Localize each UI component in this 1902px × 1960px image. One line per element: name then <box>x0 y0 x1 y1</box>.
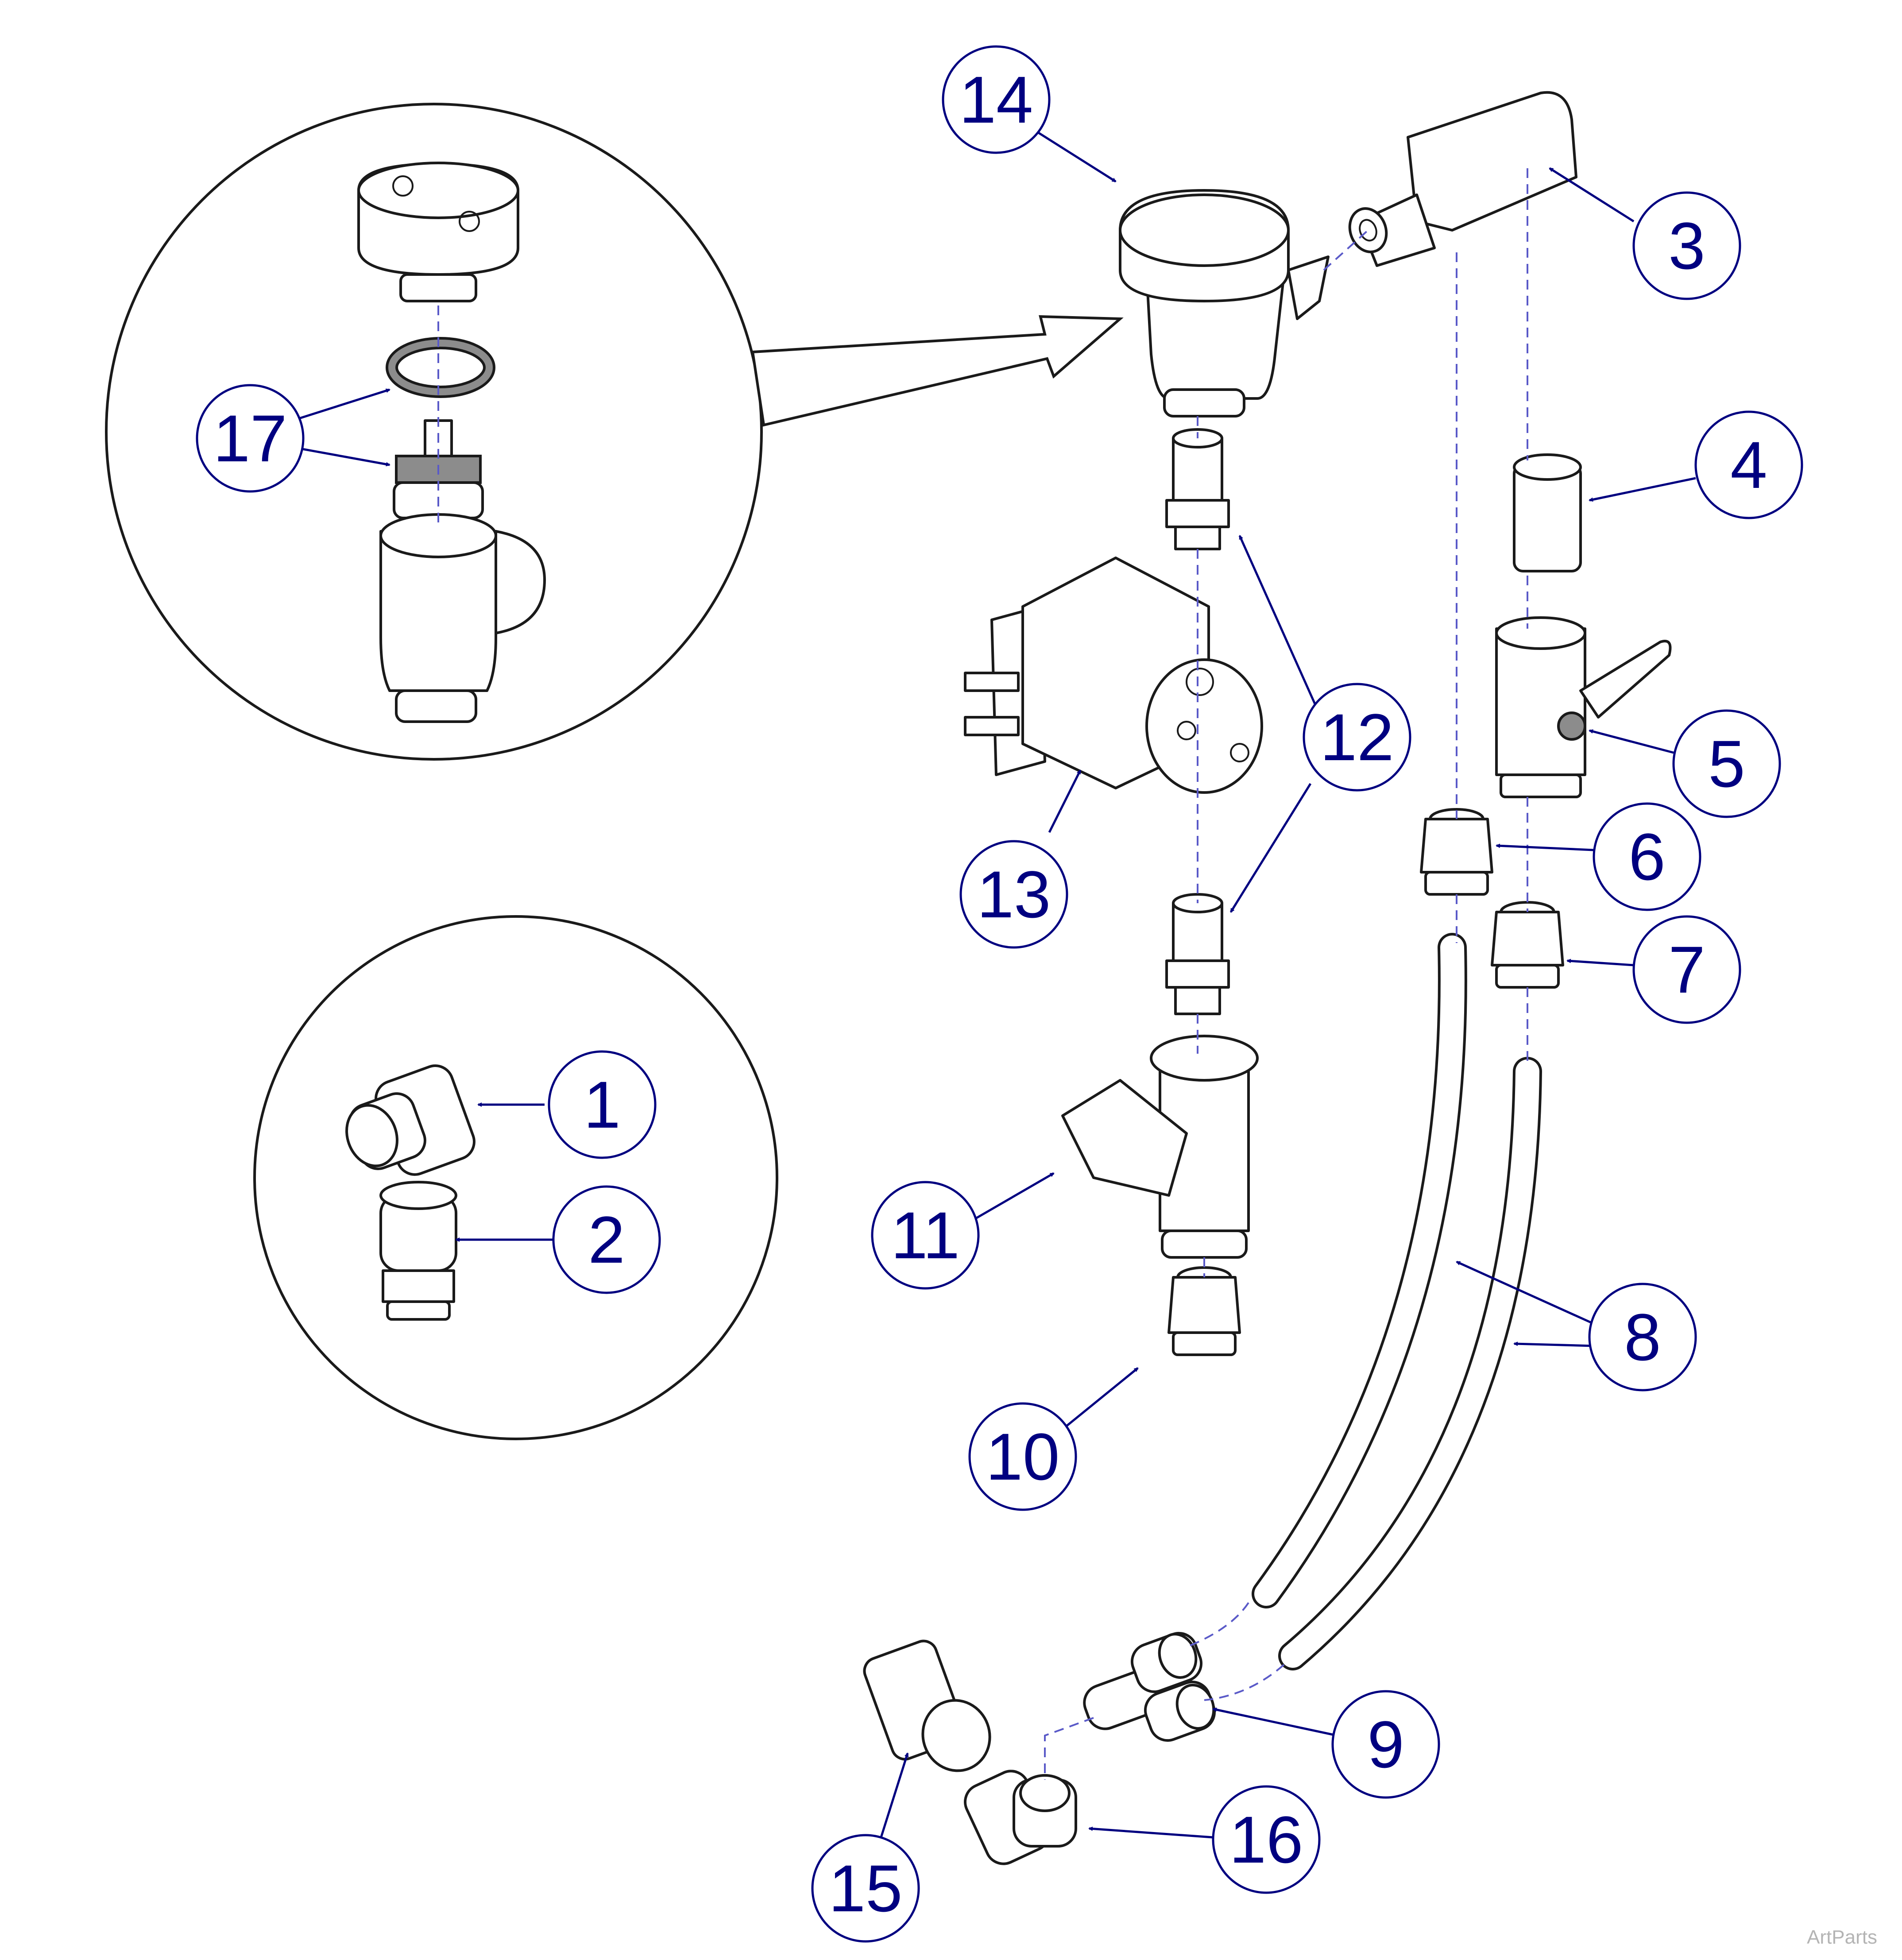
callout-label: 12 <box>1320 700 1394 774</box>
callout-7: 7 <box>1632 915 1741 1024</box>
callout-10: 10 <box>968 1402 1077 1511</box>
y-strainer-icon <box>1061 1035 1259 1259</box>
ball-valve-icon <box>1495 616 1672 798</box>
callout-12: 12 <box>1303 683 1411 792</box>
callout-17: 17 <box>196 384 305 493</box>
callout-label: 16 <box>1229 1802 1303 1877</box>
o-ring-icon <box>386 337 495 398</box>
callout-label: 3 <box>1668 209 1705 283</box>
callout-5: 5 <box>1672 709 1781 818</box>
callout-4: 4 <box>1694 410 1803 519</box>
lower-nipple-icon <box>1165 893 1230 1015</box>
callout-label: 4 <box>1730 428 1767 502</box>
valve-detail-view <box>105 103 763 761</box>
callout-label: 8 <box>1624 1300 1661 1374</box>
callout-label: 9 <box>1367 1707 1404 1782</box>
callout-2: 2 <box>552 1185 661 1294</box>
callout-11: 11 <box>871 1181 980 1290</box>
callout-1: 1 <box>548 1050 657 1159</box>
callout-label: 14 <box>959 62 1033 137</box>
callout-16: 16 <box>1212 1785 1321 1894</box>
callout-label: 7 <box>1668 932 1705 1007</box>
callout-3: 3 <box>1632 191 1741 300</box>
adapter-icon <box>863 1639 991 1772</box>
callout-13: 13 <box>959 840 1068 949</box>
watermark-text: ArtParts <box>1807 1926 1877 1948</box>
elbow-16-icon <box>964 1770 1077 1865</box>
coupling-icon <box>1513 453 1582 572</box>
valve-assembly-icon <box>1119 189 1330 418</box>
upper-nipple-icon <box>1165 428 1230 550</box>
callout-14: 14 <box>942 45 1051 154</box>
leader-lines <box>292 127 1696 1839</box>
elbow-fitting-icon <box>345 1064 476 1176</box>
callout-label: 10 <box>986 1419 1060 1494</box>
callout-8: 8 <box>1588 1283 1697 1392</box>
callout-label: 2 <box>588 1202 625 1277</box>
fitting-detail-view <box>253 915 778 1440</box>
detail-pointer-arrow <box>751 315 1124 427</box>
tubing-icon <box>1252 933 1542 1670</box>
elbow-adapter-icon <box>1348 91 1577 267</box>
straight-fitting-icon <box>379 1181 457 1321</box>
callout-label: 13 <box>977 857 1051 932</box>
fitting-6-icon <box>1420 808 1493 896</box>
callout-label: 17 <box>213 401 287 476</box>
callout-label: 6 <box>1628 820 1665 894</box>
valve-cap-icon <box>357 162 519 302</box>
solenoid-valve-icon <box>964 557 1263 794</box>
callout-label: 5 <box>1708 727 1745 801</box>
fitting-7-icon <box>1491 901 1564 989</box>
y-connector-icon <box>1083 1631 1216 1742</box>
lower-fitting-icon <box>1167 1266 1241 1356</box>
callout-9: 9 <box>1331 1690 1440 1799</box>
callout-label: 1 <box>584 1067 620 1142</box>
assembly-lines <box>1044 168 1528 1780</box>
callout-6: 6 <box>1593 802 1701 911</box>
valve-body-icon <box>379 513 546 723</box>
callout-15: 15 <box>811 1834 920 1943</box>
callout-label: 11 <box>891 1198 960 1272</box>
callout-label: 15 <box>829 1851 903 1925</box>
